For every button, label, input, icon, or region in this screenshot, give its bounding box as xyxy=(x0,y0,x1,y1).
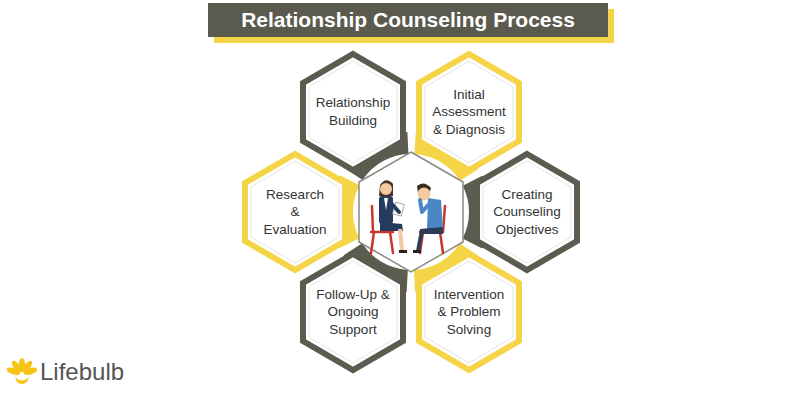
hexagon-shape xyxy=(419,254,519,370)
step-text: Creating Counseling Objectives xyxy=(488,186,566,239)
hexagon-inner-line xyxy=(309,61,397,163)
logo-icon xyxy=(6,358,38,384)
hexagon-content: Relationship Building xyxy=(299,50,407,174)
process-hexagon: Initial Assessment & Diagnosis xyxy=(415,50,523,174)
process-hexagon: Creating Counseling Objectives xyxy=(473,150,581,274)
hexagon-content: Creating Counseling Objectives xyxy=(473,150,581,274)
logo-text: Lifebulb xyxy=(40,358,124,386)
hexagon-shape xyxy=(303,54,403,170)
woman-figure xyxy=(379,180,407,253)
process-hexagon: Relationship Building xyxy=(299,50,407,174)
hexagon-shape xyxy=(477,154,577,270)
counseling-illustration xyxy=(371,180,445,253)
step-text: Research & Evaluation xyxy=(263,186,327,239)
hexagon-content: Follow-Up & Ongoing Support xyxy=(299,250,407,374)
diagram-title: Relationship Counseling Process xyxy=(208,3,608,37)
hexagon-shape xyxy=(419,54,519,170)
process-hexagon: Follow-Up & Ongoing Support xyxy=(299,250,407,374)
hexagon-inner-line xyxy=(309,261,397,363)
hexagon-outline xyxy=(299,50,407,174)
hexagon-content: Initial Assessment & Diagnosis xyxy=(415,50,523,174)
hexagon-inner-line xyxy=(425,261,513,363)
hexagon-content: Intervention & Problem Solving xyxy=(415,250,523,374)
man-figure xyxy=(413,183,443,253)
hexagon-inner-line xyxy=(425,61,513,163)
step-text: Intervention & Problem Solving xyxy=(429,286,509,339)
step-text: Follow-Up & Ongoing Support xyxy=(313,286,393,339)
hexagon-shape xyxy=(245,154,345,270)
hexagon-content: Research & Evaluation xyxy=(241,150,349,274)
step-text: Relationship Building xyxy=(307,94,399,129)
process-hexagon: Research & Evaluation xyxy=(241,150,349,274)
hexagon-inner-line xyxy=(251,161,339,263)
step-text: Initial Assessment & Diagnosis xyxy=(430,86,508,139)
process-hexagon: Intervention & Problem Solving xyxy=(415,250,523,374)
center-hexagon xyxy=(359,152,463,272)
hexagon-inner-line xyxy=(483,161,571,263)
hexagon-shape xyxy=(303,254,403,370)
